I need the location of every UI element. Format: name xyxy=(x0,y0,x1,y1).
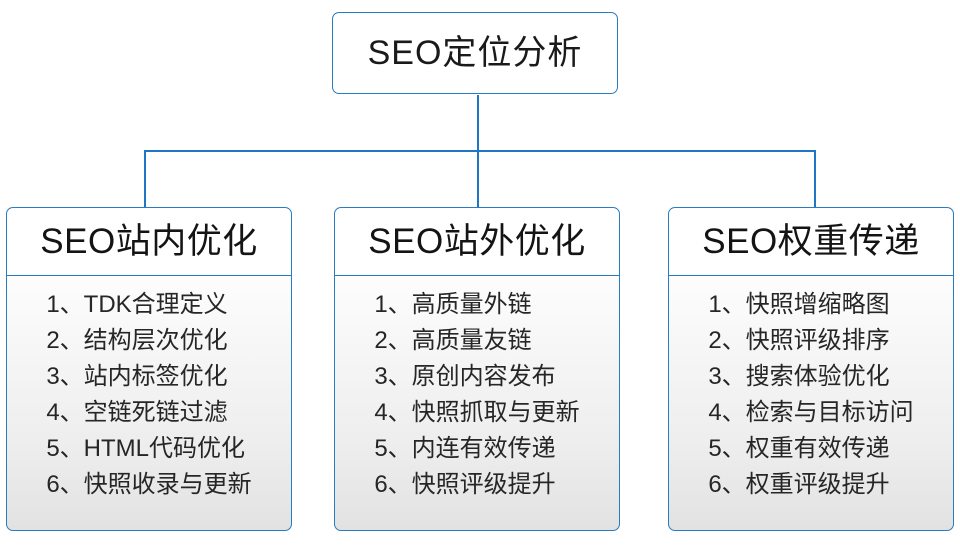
list-item-index: 1、 xyxy=(708,291,746,318)
list-item[interactable]: 6、 权重评级提升 xyxy=(708,467,913,503)
branch-item-list: 1、 快照增缩略图 2、 快照评级排序 3、 搜索体验优化 4、 检索与目标访问… xyxy=(708,287,913,503)
list-item[interactable]: 1、 TDK合理定义 xyxy=(46,287,251,323)
list-item-index: 6、 xyxy=(708,471,746,498)
root-node-seo-positioning-analysis[interactable]: SEO定位分析 xyxy=(332,12,618,94)
list-item-index: 5、 xyxy=(46,435,84,462)
list-item[interactable]: 5、 权重有效传递 xyxy=(708,431,913,467)
connector-branch-left xyxy=(144,150,146,208)
list-item[interactable]: 2、 结构层次优化 xyxy=(46,323,251,359)
list-item[interactable]: 2、 快照评级排序 xyxy=(708,323,913,359)
list-item[interactable]: 3、 搜索体验优化 xyxy=(708,359,913,395)
branch-body-onsite: 1、 TDK合理定义 2、 结构层次优化 3、 站内标签优化 4、 空链死链过滤… xyxy=(6,276,292,531)
list-item-text: 快照评级提升 xyxy=(411,471,556,498)
list-item[interactable]: 5、 内连有效传递 xyxy=(374,431,579,467)
list-item-text: 站内标签优化 xyxy=(83,363,228,390)
list-item-index: 5、 xyxy=(708,435,746,462)
list-item-text: TDK合理定义 xyxy=(83,291,228,318)
branch-item-list: 1、 TDK合理定义 2、 结构层次优化 3、 站内标签优化 4、 空链死链过滤… xyxy=(46,287,251,503)
list-item-text: HTML代码优化 xyxy=(83,435,246,462)
list-item[interactable]: 3、 站内标签优化 xyxy=(46,359,251,395)
list-item-index: 2、 xyxy=(708,327,746,354)
list-item-text: 高质量友链 xyxy=(411,327,532,354)
list-item-index: 5、 xyxy=(374,435,412,462)
branch-column-onsite: SEO站内优化 1、 TDK合理定义 2、 结构层次优化 3、 站内标签优化 4… xyxy=(6,207,292,531)
list-item-index: 2、 xyxy=(46,327,84,354)
branch-header-weight-transfer[interactable]: SEO权重传递 xyxy=(668,207,954,276)
list-item-text: 搜索体验优化 xyxy=(745,363,890,390)
list-item-text: 快照评级排序 xyxy=(745,327,890,354)
list-item[interactable]: 6、 快照收录与更新 xyxy=(46,467,251,503)
list-item-text: 结构层次优化 xyxy=(83,327,228,354)
list-item-index: 4、 xyxy=(46,399,84,426)
branch-header-onsite[interactable]: SEO站内优化 xyxy=(6,207,292,276)
list-item-index: 2、 xyxy=(374,327,412,354)
list-item-index: 3、 xyxy=(46,363,84,390)
list-item-index: 1、 xyxy=(374,291,412,318)
connector-horizontal-bus xyxy=(144,150,816,152)
list-item-index: 6、 xyxy=(374,471,412,498)
list-item-text: 快照收录与更新 xyxy=(83,471,252,498)
list-item-text: 内连有效传递 xyxy=(411,435,556,462)
list-item-text: 快照增缩略图 xyxy=(745,291,890,318)
branch-header-offsite[interactable]: SEO站外优化 xyxy=(334,207,620,276)
root-node-label: SEO定位分析 xyxy=(367,34,583,72)
list-item-index: 4、 xyxy=(374,399,412,426)
list-item[interactable]: 4、 快照抓取与更新 xyxy=(374,395,579,431)
connector-branch-middle xyxy=(477,150,479,208)
branch-body-weight-transfer: 1、 快照增缩略图 2、 快照评级排序 3、 搜索体验优化 4、 检索与目标访问… xyxy=(668,276,954,531)
connector-root-vertical xyxy=(477,95,479,151)
list-item-text: 快照抓取与更新 xyxy=(411,399,580,426)
list-item[interactable]: 4、 空链死链过滤 xyxy=(46,395,251,431)
list-item[interactable]: 1、 快照增缩略图 xyxy=(708,287,913,323)
list-item-text: 检索与目标访问 xyxy=(745,399,914,426)
branch-column-offsite: SEO站外优化 1、 高质量外链 2、 高质量友链 3、 原创内容发布 4、 快 xyxy=(334,207,620,531)
list-item[interactable]: 2、 高质量友链 xyxy=(374,323,579,359)
list-item[interactable]: 5、 HTML代码优化 xyxy=(46,431,251,467)
connector-branch-right xyxy=(814,150,816,208)
list-item[interactable]: 6、 快照评级提升 xyxy=(374,467,579,503)
list-item-text: 权重评级提升 xyxy=(745,471,890,498)
branch-column-weight-transfer: SEO权重传递 1、 快照增缩略图 2、 快照评级排序 3、 搜索体验优化 4、 xyxy=(668,207,954,531)
list-item[interactable]: 4、 检索与目标访问 xyxy=(708,395,913,431)
list-item-index: 3、 xyxy=(374,363,412,390)
branch-header-label: SEO站外优化 xyxy=(368,222,586,261)
list-item-index: 1、 xyxy=(46,291,84,318)
branch-header-label: SEO权重传递 xyxy=(702,222,920,261)
list-item-text: 原创内容发布 xyxy=(411,363,556,390)
list-item-index: 6、 xyxy=(46,471,84,498)
list-item[interactable]: 3、 原创内容发布 xyxy=(374,359,579,395)
list-item-index: 3、 xyxy=(708,363,746,390)
branch-item-list: 1、 高质量外链 2、 高质量友链 3、 原创内容发布 4、 快照抓取与更新 5… xyxy=(374,287,579,503)
list-item-text: 高质量外链 xyxy=(411,291,532,318)
branch-header-label: SEO站内优化 xyxy=(40,222,258,261)
list-item[interactable]: 1、 高质量外链 xyxy=(374,287,579,323)
branch-body-offsite: 1、 高质量外链 2、 高质量友链 3、 原创内容发布 4、 快照抓取与更新 5… xyxy=(334,276,620,531)
list-item-index: 4、 xyxy=(708,399,746,426)
list-item-text: 空链死链过滤 xyxy=(83,399,228,426)
list-item-text: 权重有效传递 xyxy=(745,435,890,462)
